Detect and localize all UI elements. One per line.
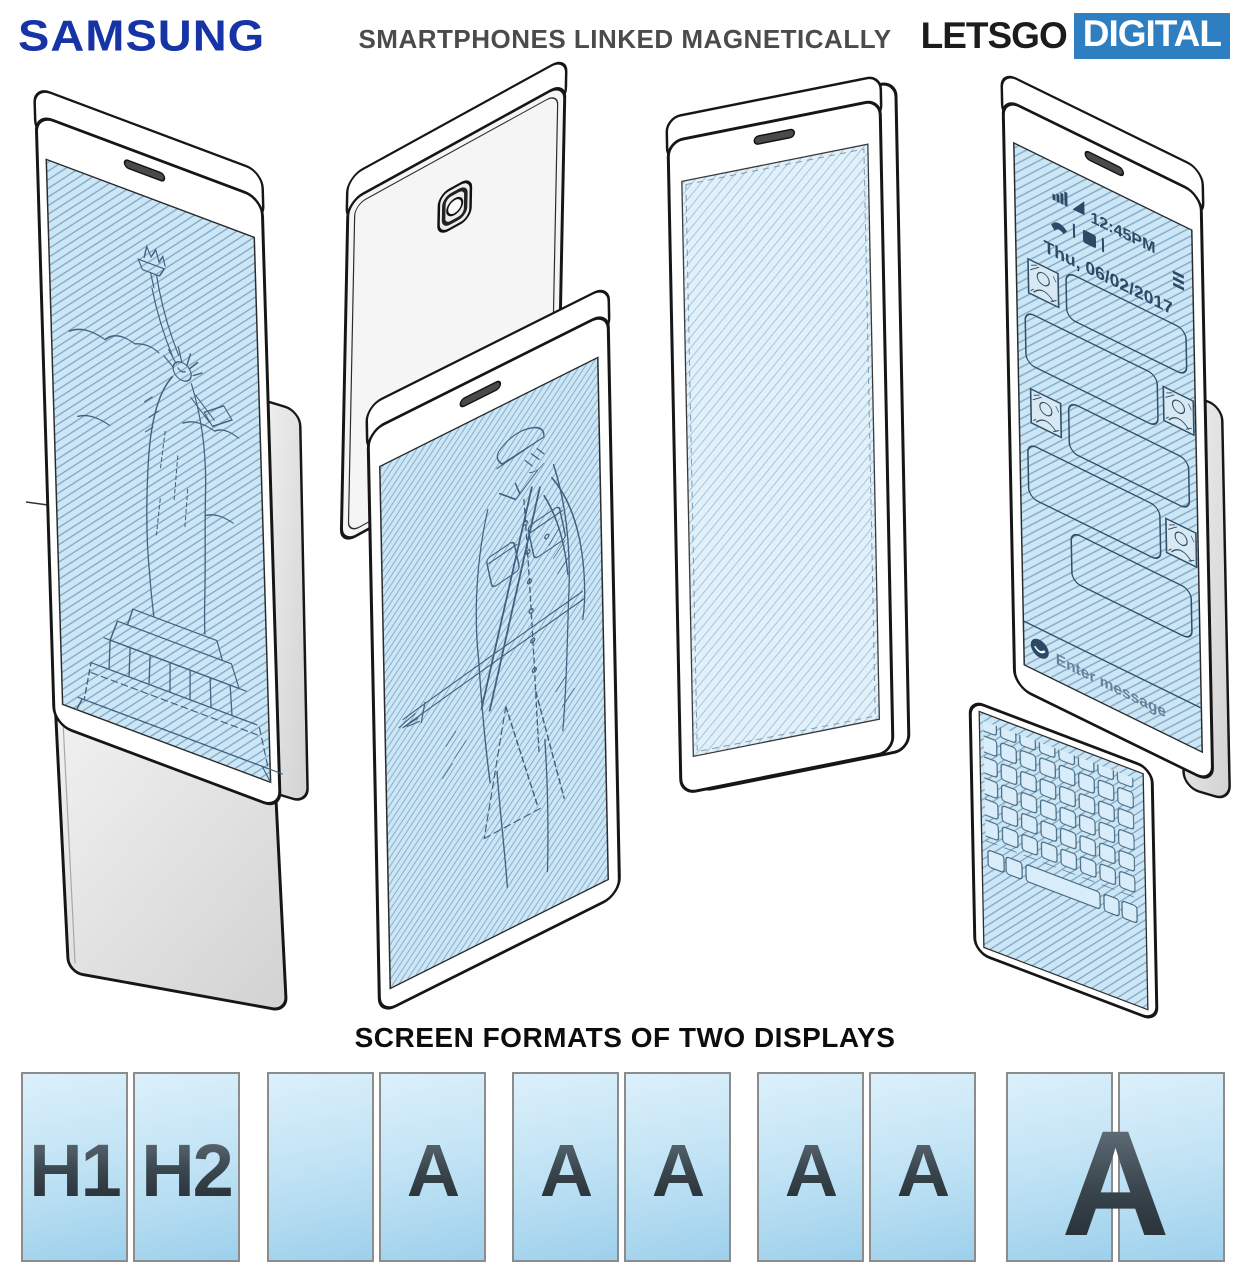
tile-label: A xyxy=(652,1122,705,1213)
samsung-logo: SAMSUNG xyxy=(18,11,266,60)
phone2-screen xyxy=(379,356,610,990)
page-title: SMARTPHONES LINKED MAGNETICALLY xyxy=(358,24,892,54)
keyboard-keys xyxy=(983,720,1138,924)
phone3-screen xyxy=(681,143,881,758)
phone1-screen xyxy=(45,158,272,784)
phone4-figure: 12:45PM Thu, 06/02/2017 xyxy=(968,75,1231,1019)
portrait-photo-sketch xyxy=(398,426,586,889)
phone3-figure xyxy=(665,76,911,793)
tile-label: A xyxy=(785,1122,838,1213)
phone3-front xyxy=(665,76,895,793)
phone4-keyboard-phone xyxy=(968,702,1159,1019)
screen-formats-heading: SCREEN FORMATS OF TWO DISPLAYS xyxy=(354,1022,896,1053)
chat-bubbles xyxy=(1024,273,1193,638)
tile-pair-3: A A xyxy=(512,1072,731,1262)
chat-bubble xyxy=(1027,445,1162,559)
tile-pair-2: A xyxy=(267,1072,486,1262)
phone4-screen xyxy=(1013,141,1204,754)
menu-icon xyxy=(1172,270,1185,291)
display-tile-span-left xyxy=(1006,1072,1113,1262)
display-tile-a: A xyxy=(512,1072,619,1262)
tile-label: H1 xyxy=(29,1122,122,1213)
display-tile-h2: H2 xyxy=(133,1072,240,1262)
tile-pair-5: A xyxy=(1006,1072,1225,1262)
letsgo-logo-text: LETSGO xyxy=(920,15,1068,56)
display-tile-a: A xyxy=(624,1072,731,1262)
display-tile-span-right xyxy=(1118,1072,1225,1262)
reference-line xyxy=(25,501,49,506)
phone1-figure xyxy=(25,90,309,1011)
speaker-slot xyxy=(459,380,502,408)
phone1-body xyxy=(33,90,283,806)
letsgodigital-logo: LETSGO DIGITAL xyxy=(921,13,1230,59)
chat-bubble xyxy=(1067,403,1191,508)
tile-label: A xyxy=(897,1122,950,1213)
tile-label: A xyxy=(540,1122,593,1213)
phone-icon xyxy=(1051,222,1068,235)
message-icon xyxy=(1082,229,1097,248)
display-tile-a: A xyxy=(869,1072,976,1262)
signal-icon xyxy=(1052,191,1085,216)
spanning-letter-a: A xyxy=(1061,1099,1170,1267)
tile-label: H2 xyxy=(141,1122,234,1213)
phone2-front xyxy=(365,289,621,1010)
speaker-slot xyxy=(1084,150,1125,177)
speaker-slot xyxy=(753,128,796,145)
tile-label: A xyxy=(407,1122,460,1213)
chat-bubble xyxy=(1070,533,1193,638)
digital-logo-text: DIGITAL xyxy=(1073,13,1230,59)
camera-icon xyxy=(437,180,473,233)
speaker-slot xyxy=(123,159,166,182)
tile-pair-1: H1 H2 xyxy=(21,1072,240,1262)
display-tile-empty xyxy=(267,1072,374,1262)
chat-bubble xyxy=(1065,273,1188,374)
display-tile-h1: H1 xyxy=(21,1072,128,1262)
phone4-body: 12:45PM Thu, 06/02/2017 xyxy=(1000,75,1214,779)
tile-pair-4: A A xyxy=(757,1072,976,1262)
chat-bubble xyxy=(1024,313,1159,425)
spacebar-key xyxy=(1025,864,1101,909)
display-tile-a: A xyxy=(379,1072,486,1262)
display-tile-a: A xyxy=(757,1072,864,1262)
phone2-figure xyxy=(339,61,621,1010)
smiley-icon xyxy=(1030,638,1049,659)
statue-of-liberty-sketch xyxy=(68,244,283,784)
